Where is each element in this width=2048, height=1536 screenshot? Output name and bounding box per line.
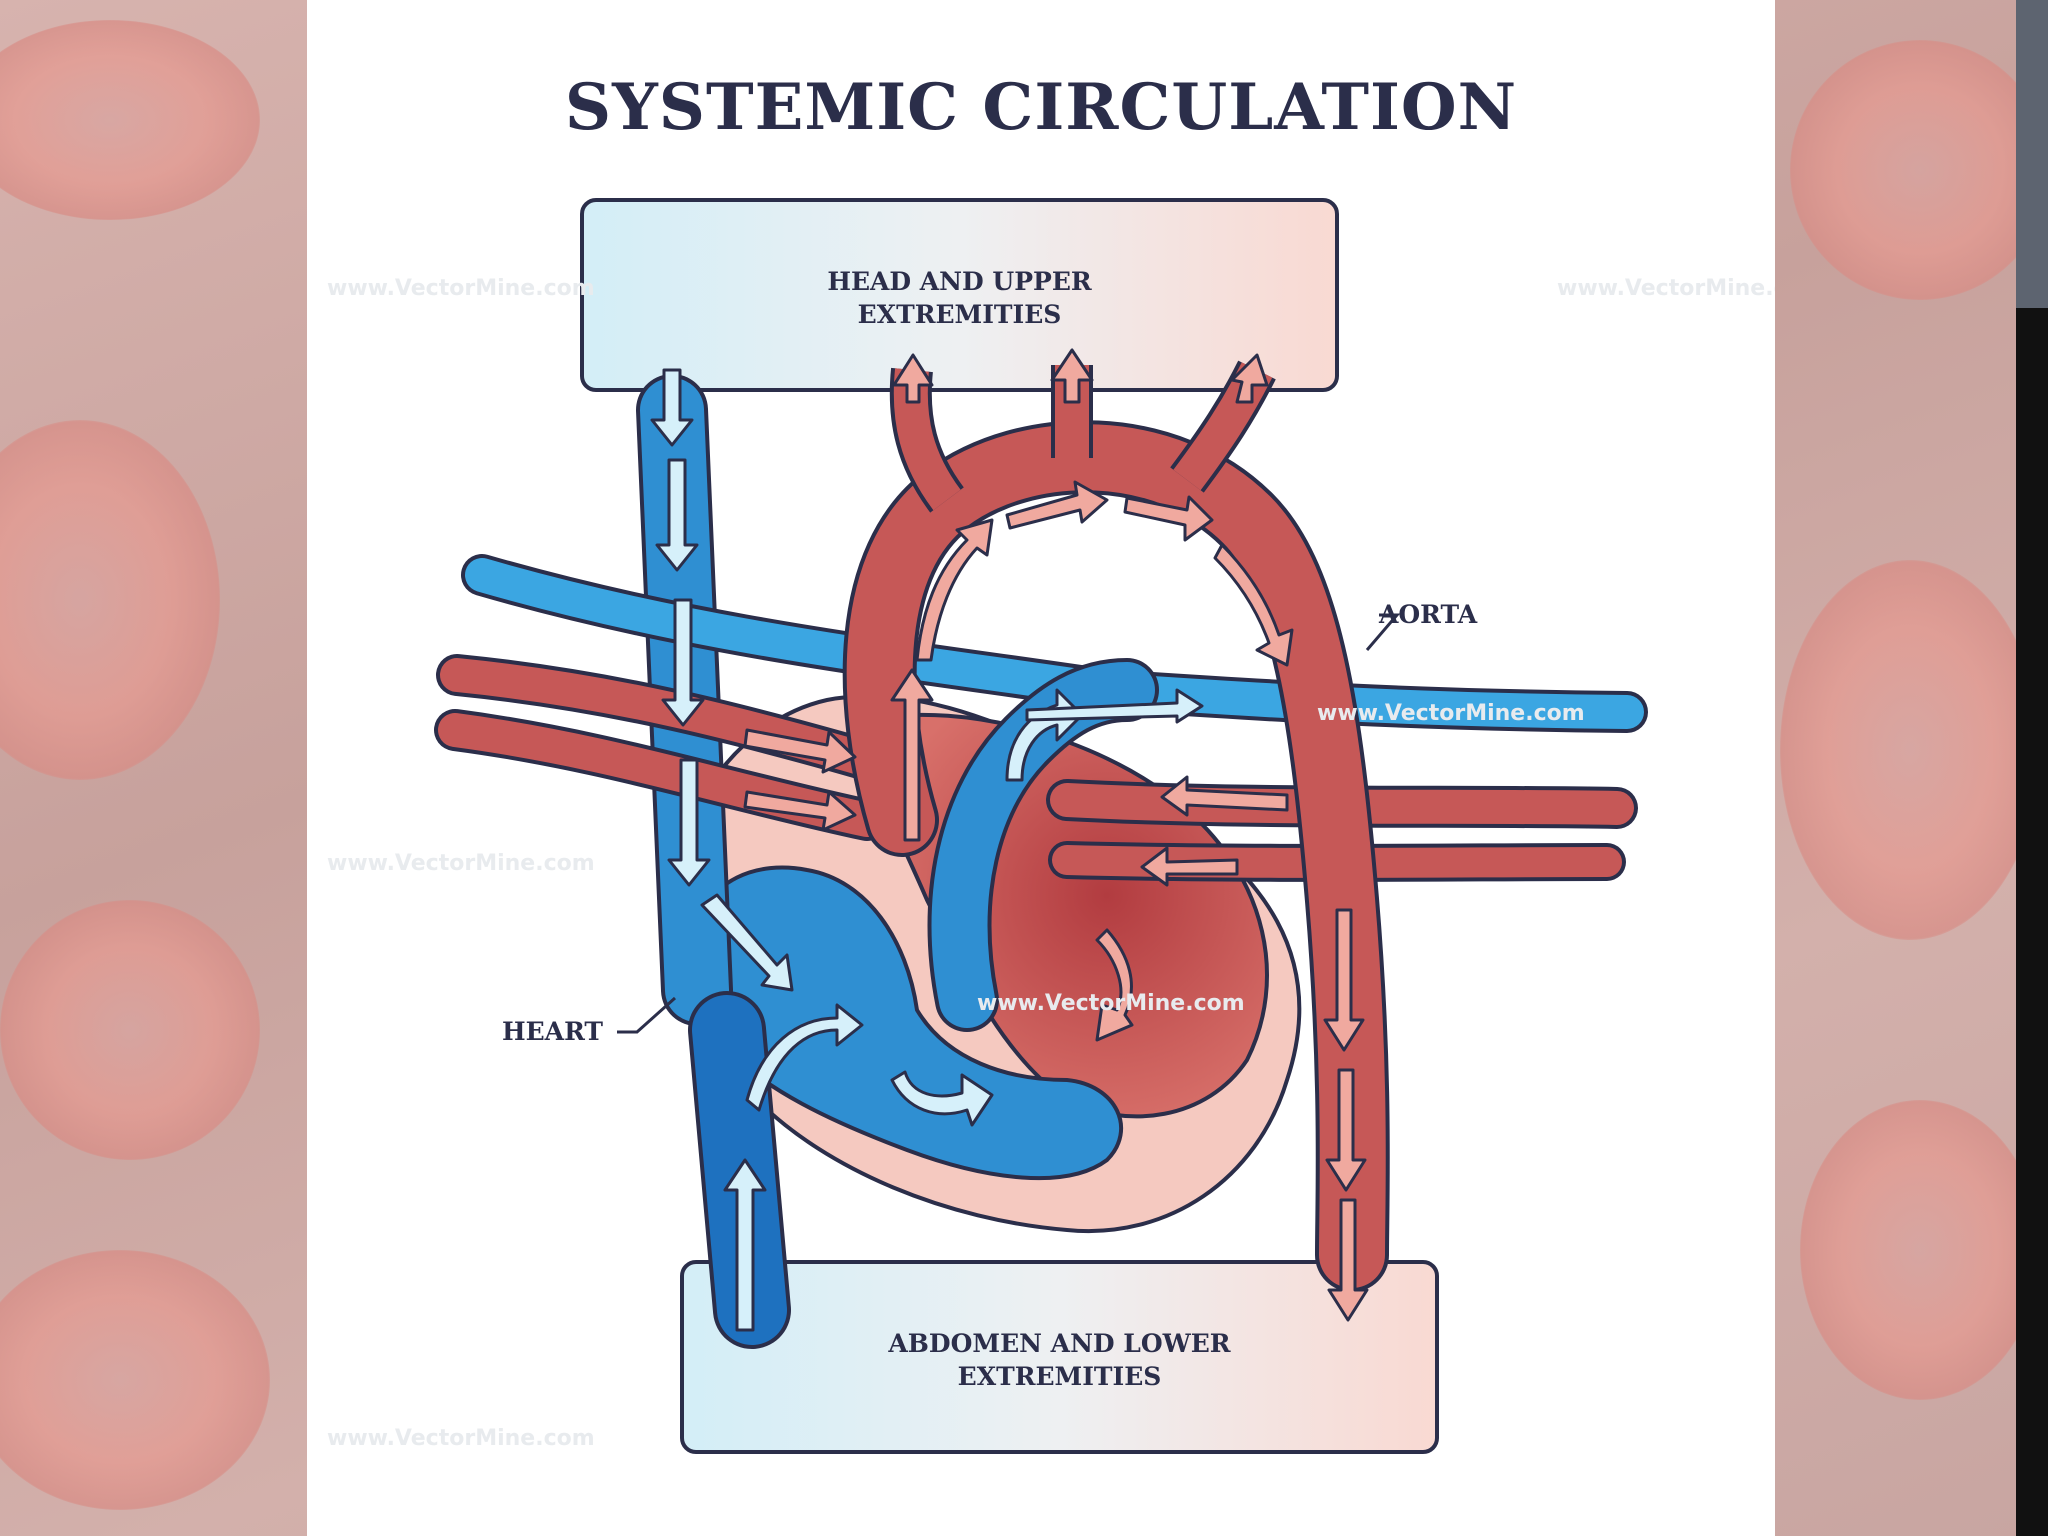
blood-cell-decoration (1800, 1100, 2040, 1400)
head-box-label-line1: HEAD AND UPPER (827, 267, 1092, 296)
circulation-diagram: www.VectorMine.com www.VectorMine.com ww… (327, 198, 1775, 1454)
head-box-label-line2: EXTREMITIES (857, 300, 1062, 329)
diagram-title: SYSTEMIC CIRCULATION (564, 70, 1518, 145)
head-box (580, 198, 1339, 392)
watermark-text: www.VectorMine.com (977, 991, 1245, 1016)
heart-leader-line (617, 996, 677, 1034)
abdomen-box (680, 1260, 1439, 1454)
watermark-text: www.VectorMine.com (1317, 701, 1585, 726)
abdomen-box-label-line2: EXTREMITIES (957, 1362, 1162, 1391)
watermarks: www.VectorMine.com www.VectorMine.com ww… (327, 276, 1775, 1451)
watermark-text: www.VectorMine.com (327, 276, 595, 301)
abdomen-box-label-line1: ABDOMEN AND LOWER (888, 1329, 1231, 1358)
watermark-text: www.VectorMine.com (327, 1426, 595, 1451)
blood-cell-decoration (0, 1250, 270, 1510)
blood-cell-decoration (1790, 40, 2048, 300)
head-box-label: HEAD AND UPPER EXTREMITIES (582, 265, 1337, 331)
arterial-flow-arrows (743, 348, 1369, 1322)
heart-label: HEART (502, 1017, 604, 1046)
watermark-text: www.VectorMine.com (327, 851, 595, 876)
diagram-panel: SYSTEMIC CIRCULATION (307, 0, 1775, 1536)
blood-cell-decoration (0, 900, 260, 1160)
blood-cell-decoration (0, 20, 260, 220)
watermark-text: www.VectorMine.com (1557, 276, 1775, 301)
blood-cell-decoration (1780, 560, 2040, 940)
aorta-label: AORTA (1379, 600, 1478, 629)
venous-flow-arrows (650, 368, 1204, 1332)
slide-edge (2016, 0, 2048, 1536)
abdomen-box-label: ABDOMEN AND LOWER EXTREMITIES (682, 1327, 1437, 1393)
slide-edge-accent (2016, 0, 2048, 308)
blood-cell-decoration (0, 420, 220, 780)
aorta-leader-line (1365, 613, 1401, 651)
